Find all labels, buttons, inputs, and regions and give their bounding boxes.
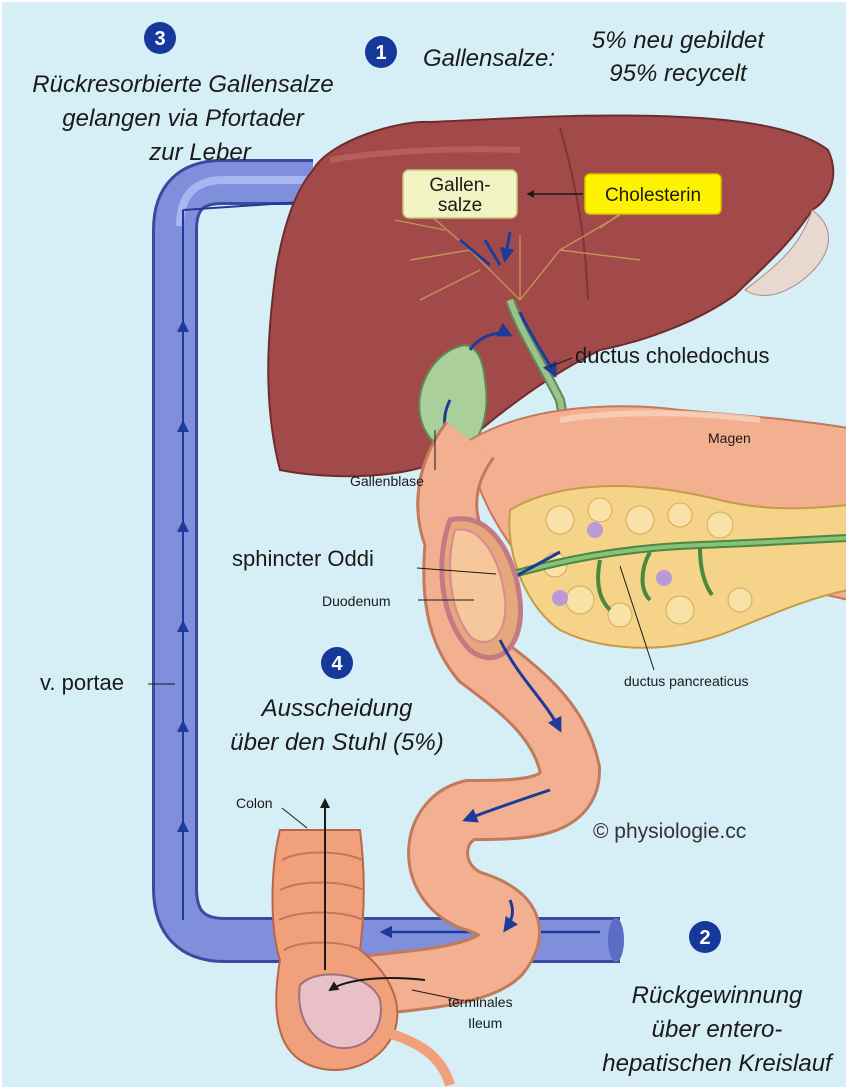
label-ductus-pancreaticus: ductus pancreaticus [624, 673, 749, 689]
credit: © physiologie.cc [593, 820, 746, 843]
bile-salts-line1: Gallen- [429, 175, 490, 196]
bile-salts-box: Gallen- salze [403, 170, 517, 218]
step-2-number: 2 [699, 927, 710, 949]
step-3-line1: Rückresorbierte Gallensalze [32, 71, 333, 98]
step-1-line2: 95% recycelt [609, 60, 748, 87]
step-3-line2: gelangen via Pfortader [62, 105, 305, 132]
cholesterol-label: Cholesterin [605, 185, 701, 206]
step-1-line1: 5% neu gebildet [592, 27, 765, 54]
cholesterol-box: Cholesterin [585, 174, 721, 214]
label-gallenblase: Gallenblase [350, 473, 424, 489]
label-colon: Colon [236, 795, 273, 811]
label-magen: Magen [708, 430, 751, 446]
step-1-number: 1 [375, 42, 386, 64]
step-2-line1: Rückgewinnung [632, 982, 803, 1009]
label-v-portae: v. portae [40, 670, 124, 695]
step-2-line2: über entero- [652, 1016, 783, 1043]
step-4-line2: über den Stuhl (5%) [230, 729, 443, 756]
step-3-line3: zur Leber [148, 139, 251, 166]
bile-salts-line2: salze [438, 195, 482, 216]
label-terminales: terminales [448, 994, 513, 1010]
step-2-line3: hepatischen Kreislauf [602, 1050, 834, 1077]
step-1-label: Gallensalze: [423, 45, 555, 72]
label-duodenum: Duodenum [322, 593, 391, 609]
label-sphincter-oddi: sphincter Oddi [232, 546, 374, 571]
label-ductus-choledochus: ductus choledochus [575, 343, 769, 368]
step-4-line1: Ausscheidung [260, 695, 413, 722]
label-ileum: Ileum [468, 1015, 502, 1031]
step-3-number: 3 [154, 28, 165, 50]
step-4-number: 4 [331, 653, 343, 675]
